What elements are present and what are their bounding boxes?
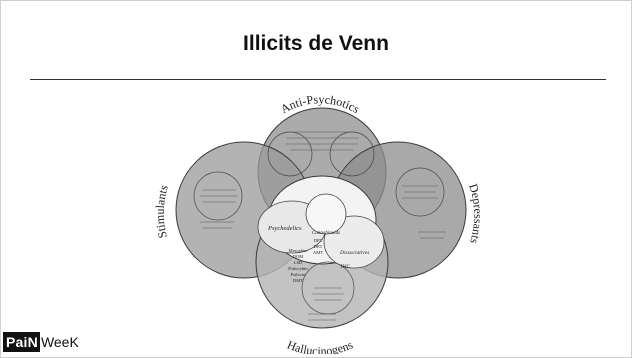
hallucinogen-item: Psilocybin (288, 266, 308, 271)
label-thc: THC (340, 265, 351, 270)
hallucinogen-item: AMT (313, 250, 323, 255)
label-cannabinoids: Cannabinoids (312, 231, 340, 236)
title-divider (30, 79, 606, 80)
label-psychedelics: Psychedelics (267, 225, 302, 232)
subgroup-left (193, 171, 243, 221)
cannabinoids-region (305, 193, 347, 235)
hallucinogen-item: DMT (293, 278, 303, 283)
hallucinogen-item: DOM (293, 254, 304, 259)
label-depressants: Depressants (466, 182, 485, 246)
hallucinogen-item: LSD (294, 260, 303, 265)
hallucinogen-list: Mescaline DOM LSD Psilocybin Psilocin DM… (288, 238, 323, 283)
label-stimulants: Stimulants (153, 183, 171, 240)
subgroup-right (395, 167, 445, 217)
hallucinogen-item: DPT (314, 238, 323, 243)
logo-week: WeeK (40, 334, 79, 350)
slide-title: Illicits de Venn (243, 32, 389, 55)
hallucinogen-item: Mescaline (289, 248, 308, 253)
fine-print-lines (200, 131, 446, 321)
hallucinogen-item: DET (314, 244, 323, 249)
label-hallucinogens: Hallucinogens (285, 337, 355, 354)
logo-pain: PaiN (3, 332, 40, 352)
label-dissociatives: Dissociatives (339, 250, 369, 256)
hallucinogen-item: Psilocin (291, 272, 307, 277)
venn-diagram: Anti-Psychotics Hallucinogens Stimulants… (153, 92, 486, 354)
